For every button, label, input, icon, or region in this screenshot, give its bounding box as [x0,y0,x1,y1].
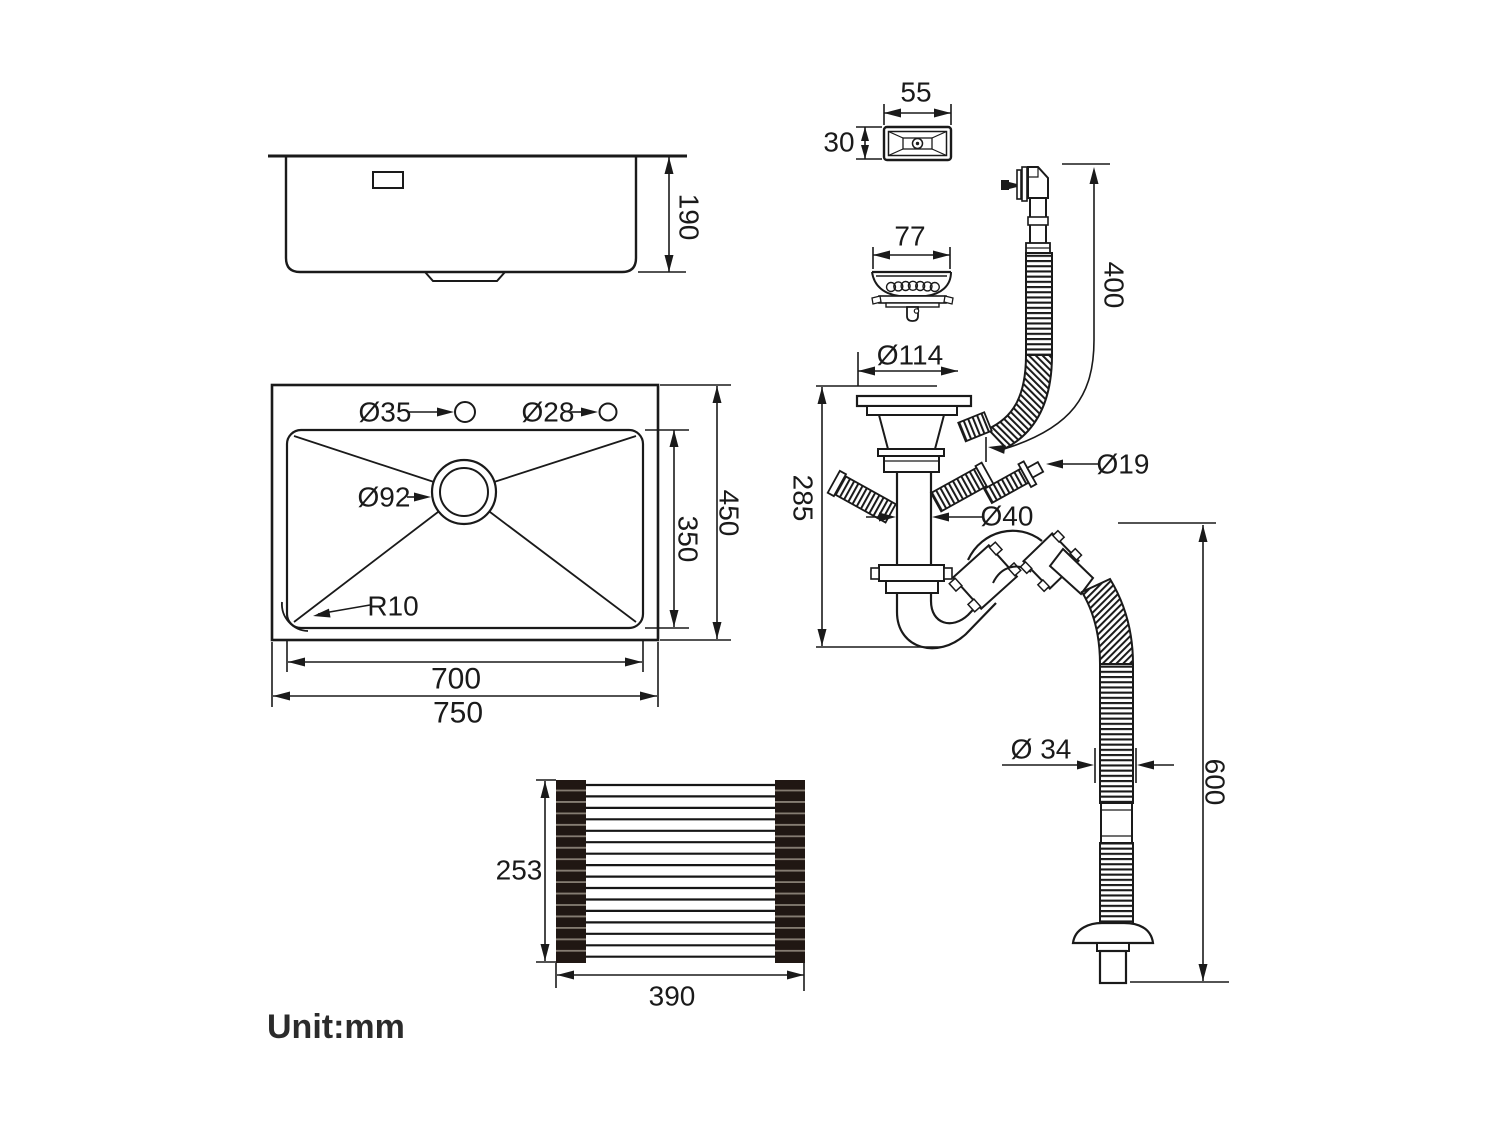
drain-hole-inner [439,467,489,517]
overflow-hole [372,171,404,189]
faucet-hole-left [454,401,476,423]
bowl-outline [285,428,645,630]
label-hole-35: Ø35 [359,397,454,428]
dim-77: 77 [872,221,951,269]
sink-body-outline [284,156,638,274]
dim-label-19: Ø19 [1097,449,1150,480]
bowl-slope-lines [293,435,637,623]
rollup-rack: 253 390 [496,779,805,1012]
dim-label-190: 190 [674,194,705,241]
dim-label-400: 400 [1099,262,1130,309]
overflow-screw [1001,180,1009,190]
dim-190: 190 [638,157,705,273]
drain-flange [855,394,973,565]
strainer-spring-coils [885,280,940,293]
dim-114: Ø114 [857,340,958,386]
drain-assembly: Ø114 285 [788,163,1231,985]
outlet-stub [1098,949,1128,985]
overflow-elbow [1027,166,1049,199]
faucet-hole-right [598,402,618,422]
trap-outlet-unions [948,529,1095,613]
dim-34: Ø 34 [1002,734,1174,783]
dim-label-450: 450 [714,490,745,537]
strainer-basket-part: 77 [871,221,954,322]
overflow-hose-corrugation [1025,252,1053,356]
dim-450: 450 [660,384,745,641]
svg-text:Ø35: Ø35 [359,397,412,428]
dim-label-253: 253 [496,855,543,886]
overflow-fitting-part [982,460,1045,505]
dim-label-40: Ø40 [981,501,1034,532]
svg-text:R10: R10 [367,591,418,622]
dim-30: 30 [823,126,882,160]
escutcheon [1071,921,1155,945]
dim-label-285: 285 [788,475,819,522]
dim-label-34: Ø 34 [1011,734,1072,765]
dim-750: 750 [271,642,659,730]
tailpiece-pipe [895,472,933,565]
label-hole-28: Ø28 [522,397,598,428]
rack-rods [586,783,775,958]
corner-radius-arc [281,601,309,632]
overflow-hose [957,166,1054,450]
dim-label-350: 350 [673,516,704,563]
rack-blocks [556,780,805,963]
label-drain-92: Ø92 [358,482,431,513]
dim-label-55: 55 [900,77,931,108]
dim-55: 55 [883,77,952,125]
dim-40: Ø40 [866,501,1033,532]
overflow-cover-part: 55 30 [823,77,953,162]
dim-label-750: 750 [433,697,483,730]
dim-600: 600 [1118,522,1231,983]
sink-side-view: 190 [268,154,705,282]
sink-top-view: Ø35 Ø28 Ø92 R10 700 [270,383,745,730]
dim-label-700: 700 [431,663,481,696]
svg-text:Ø28: Ø28 [522,397,575,428]
outlet-hose [1071,577,1155,985]
dim-400: 400 [985,163,1130,462]
unit-label: Unit:mm [267,1008,405,1046]
branch-hose-left [826,469,897,524]
dim-390: 390 [555,963,805,1012]
drain-recess [424,271,506,282]
p-trap [870,564,997,650]
dim-label-600: 600 [1200,759,1231,806]
dim-350: 350 [645,429,704,629]
dim-label-30: 30 [823,127,854,158]
dim-700: 700 [286,641,644,696]
dim-253: 253 [496,779,556,963]
label-corner-r10: R10 [313,591,419,622]
overflow-inlet-connector [957,411,993,443]
dim-label-77: 77 [894,221,925,252]
dim-19: Ø19 [1046,449,1149,480]
svg-text:Ø92: Ø92 [358,482,411,513]
dim-label-114: Ø114 [877,340,943,371]
branch-hose-right [929,461,995,513]
dim-label-390: 390 [649,981,696,1012]
